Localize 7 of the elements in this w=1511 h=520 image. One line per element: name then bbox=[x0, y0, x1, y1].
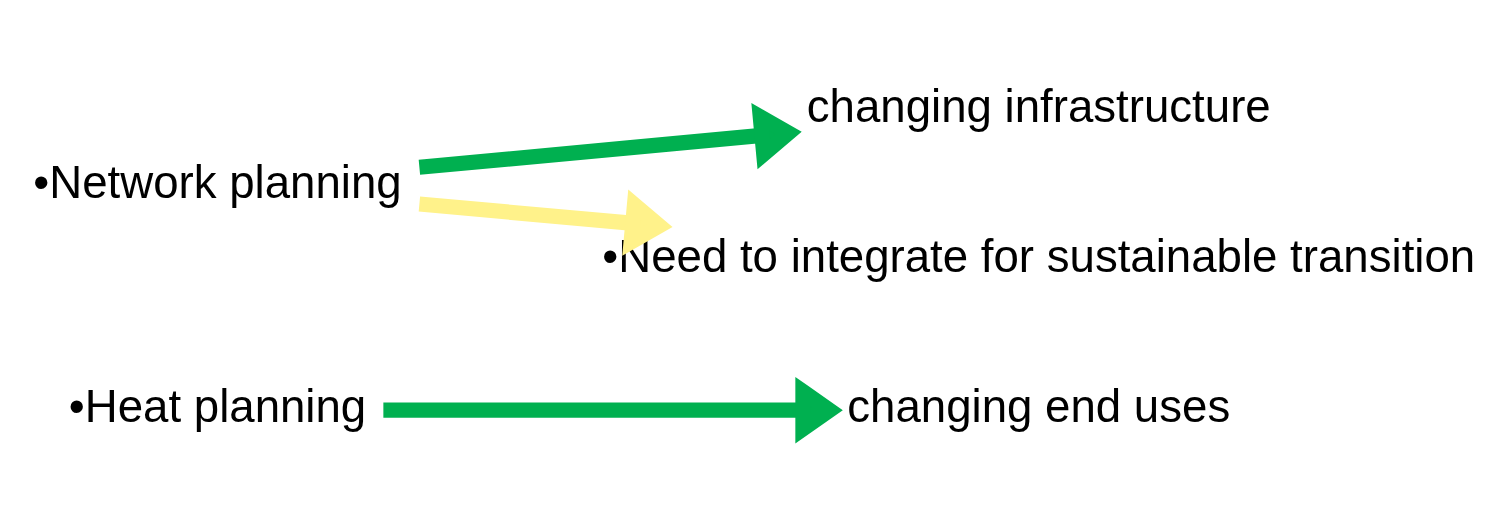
node-text: changing infrastructure bbox=[806, 80, 1271, 132]
arrow bbox=[418, 189, 673, 256]
arrow bbox=[383, 376, 843, 444]
node-text: •Network planning bbox=[33, 156, 402, 208]
arrow bbox=[418, 103, 802, 175]
node-text: •Heat planning bbox=[68, 380, 367, 432]
node-text: changing end uses bbox=[847, 380, 1231, 432]
